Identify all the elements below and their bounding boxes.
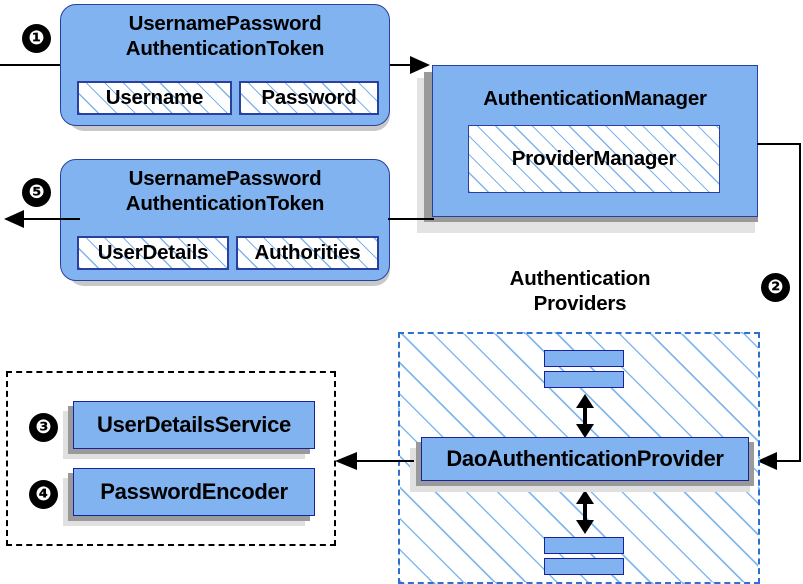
password-encoder-box: PasswordEncoder xyxy=(73,468,315,516)
dao-to-dependencies-arrowhead xyxy=(335,452,357,470)
request-token-card: UsernamePassword AuthenticationToken Use… xyxy=(60,4,390,126)
step-marker-4: ❹ xyxy=(30,481,57,508)
step-marker-3-label: ❸ xyxy=(35,416,52,438)
provider-arrowhead-right xyxy=(757,452,777,470)
provider-link-arrow-bottom xyxy=(576,490,594,534)
step-marker-5-label: ❺ xyxy=(28,181,45,203)
incoming-request-arrowhead xyxy=(410,56,430,74)
manager-to-provider-vline xyxy=(799,143,801,461)
step-marker-2-label: ❷ xyxy=(767,276,784,298)
request-to-manager-line xyxy=(380,64,412,66)
authentication-manager-title: AuthenticationManager xyxy=(483,87,707,110)
response-token-slot-authorities: Authorities xyxy=(236,236,379,270)
manager-to-response-line xyxy=(388,218,434,220)
response-token-slot-userdetails: UserDetails xyxy=(77,236,229,270)
response-token-card: UsernamePassword AuthenticationToken Use… xyxy=(60,159,390,281)
other-provider-bar-bottom-1 xyxy=(544,537,624,554)
response-out-arrowhead xyxy=(4,210,24,228)
incoming-request-line xyxy=(0,64,78,66)
manager-to-provider-hline-top xyxy=(757,143,801,145)
other-provider-bar-bottom-2 xyxy=(544,558,624,575)
step-marker-1: ❶ xyxy=(23,25,50,52)
response-out-line xyxy=(22,218,80,220)
dao-to-dependencies-line xyxy=(356,460,414,462)
dao-authentication-provider-box: DaoAuthenticationProvider xyxy=(421,437,749,481)
response-token-title-line2: AuthenticationToken xyxy=(125,192,325,215)
manager-to-provider-hline-bottom xyxy=(775,460,801,462)
user-details-service-box: UserDetailsService xyxy=(73,401,315,449)
step-marker-4-label: ❹ xyxy=(35,483,52,505)
dependencies-group: ❸ ❹ UserDetailsService PasswordEncoder xyxy=(6,371,336,546)
request-token-title-line2: AuthenticationToken xyxy=(125,37,325,60)
providers-panel-label-line2: Providers xyxy=(533,292,627,315)
provider-manager-box: ProviderManager xyxy=(468,125,720,193)
step-marker-5: ❺ xyxy=(23,179,50,206)
step-marker-3: ❸ xyxy=(30,414,57,441)
providers-panel-label-line1: Authentication xyxy=(509,267,651,290)
step-marker-1-label: ❶ xyxy=(28,27,45,49)
step-marker-2: ❷ xyxy=(762,274,789,301)
request-token-slot-password: Password xyxy=(239,81,379,115)
other-provider-bar-top-1 xyxy=(544,350,624,367)
other-provider-bar-top-2 xyxy=(544,371,624,388)
authentication-manager-box: AuthenticationManager ProviderManager xyxy=(432,65,758,217)
request-token-slot-username: Username xyxy=(77,81,232,115)
provider-link-arrow-top xyxy=(576,394,594,438)
request-token-title-line1: UsernamePassword xyxy=(128,12,322,35)
response-token-title-line1: UsernamePassword xyxy=(128,167,322,190)
